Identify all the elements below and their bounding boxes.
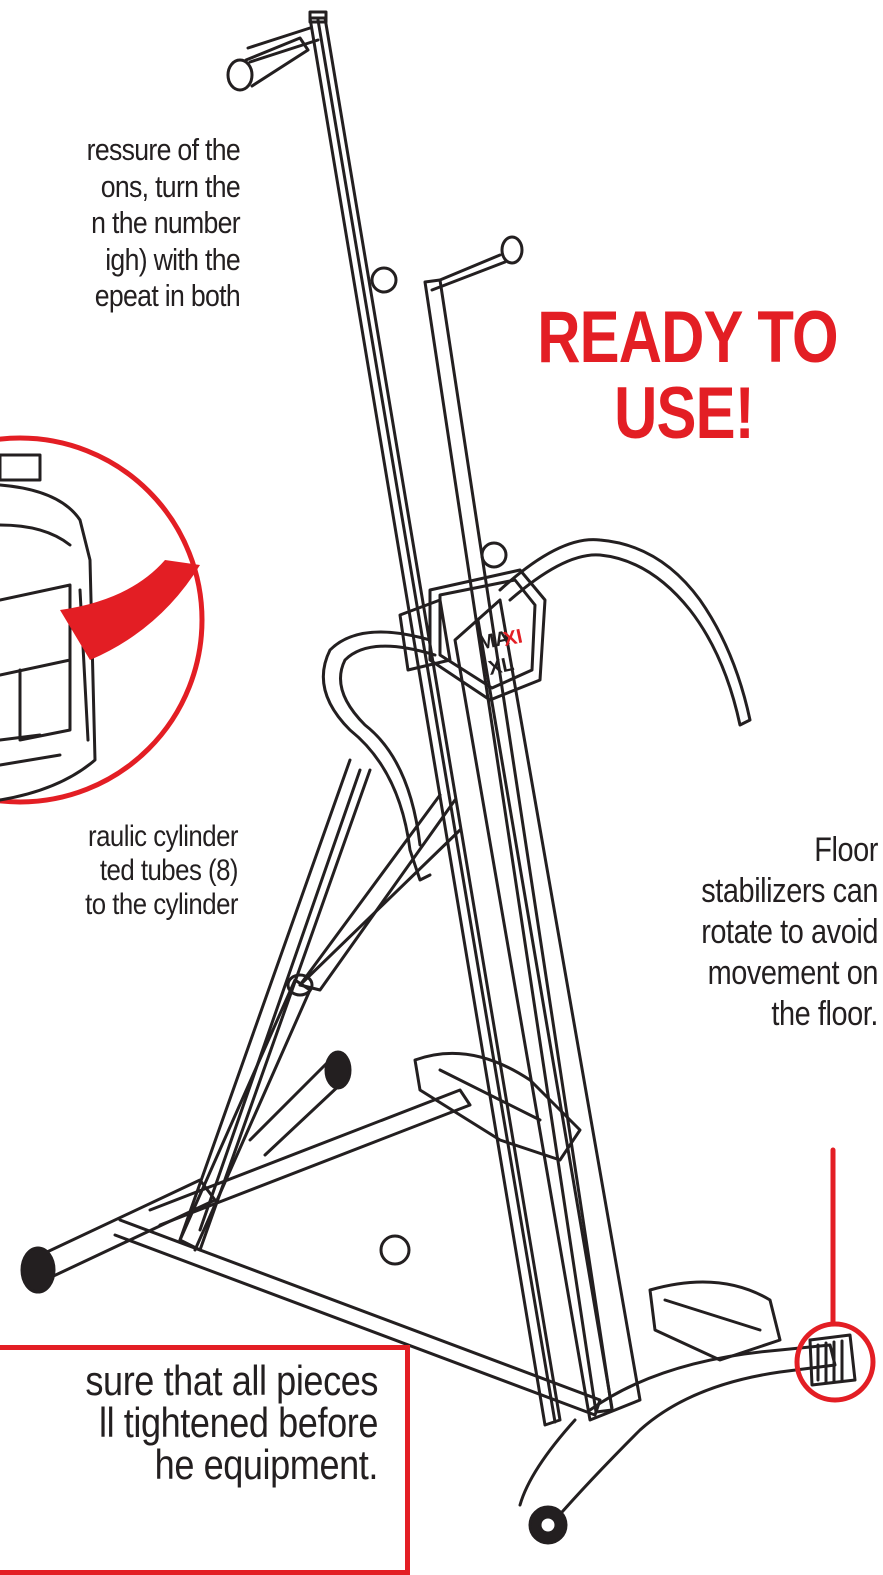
ready-to-use-heading: READY TO USE! bbox=[537, 297, 838, 454]
check-line: sure that all pieces bbox=[85, 1357, 378, 1404]
hydraulic-line: to the cylinder bbox=[85, 888, 238, 921]
floor-line: Floor bbox=[814, 831, 878, 869]
ready-line: USE! bbox=[614, 373, 755, 454]
hydraulic-line: raulic cylinder bbox=[88, 820, 239, 853]
hydraulic-line: ted tubes (8) bbox=[99, 854, 239, 887]
pressure-line: epeat in both bbox=[94, 278, 241, 313]
pressure-line: igh) with the bbox=[105, 241, 240, 277]
climber-frame bbox=[20, 10, 857, 1545]
floor-line: stabilizers can bbox=[701, 872, 878, 910]
brand-logo: MA XI XL bbox=[476, 625, 524, 679]
zoom-detail-circle bbox=[0, 435, 205, 805]
pressure-line: ressure of the bbox=[86, 132, 241, 167]
floor-line: the floor. bbox=[771, 995, 878, 1033]
rotation-arrow bbox=[60, 560, 200, 660]
floor-stabilizer-note: Floor stabilizers can rotate to avoid mo… bbox=[608, 830, 878, 1035]
pressure-line: n the number bbox=[91, 205, 241, 240]
floor-line: rotate to avoid bbox=[701, 913, 878, 951]
logo-text-mid: XI bbox=[501, 625, 524, 650]
check-note: sure that all pieces ll tightened before… bbox=[53, 1360, 378, 1486]
check-line: he equipment. bbox=[154, 1441, 379, 1488]
pressure-line: ons, turn the bbox=[100, 168, 241, 204]
hydraulic-caption: raulic cylinder ted tubes (8) to the cyl… bbox=[33, 820, 238, 922]
floor-line: movement on bbox=[707, 954, 879, 992]
pressure-instructions: ressure of the ons, turn the n the numbe… bbox=[34, 132, 241, 315]
check-line: ll tightened before bbox=[98, 1399, 379, 1446]
ready-line: READY TO bbox=[537, 297, 838, 378]
logo-text-bottom: XL bbox=[486, 653, 516, 680]
